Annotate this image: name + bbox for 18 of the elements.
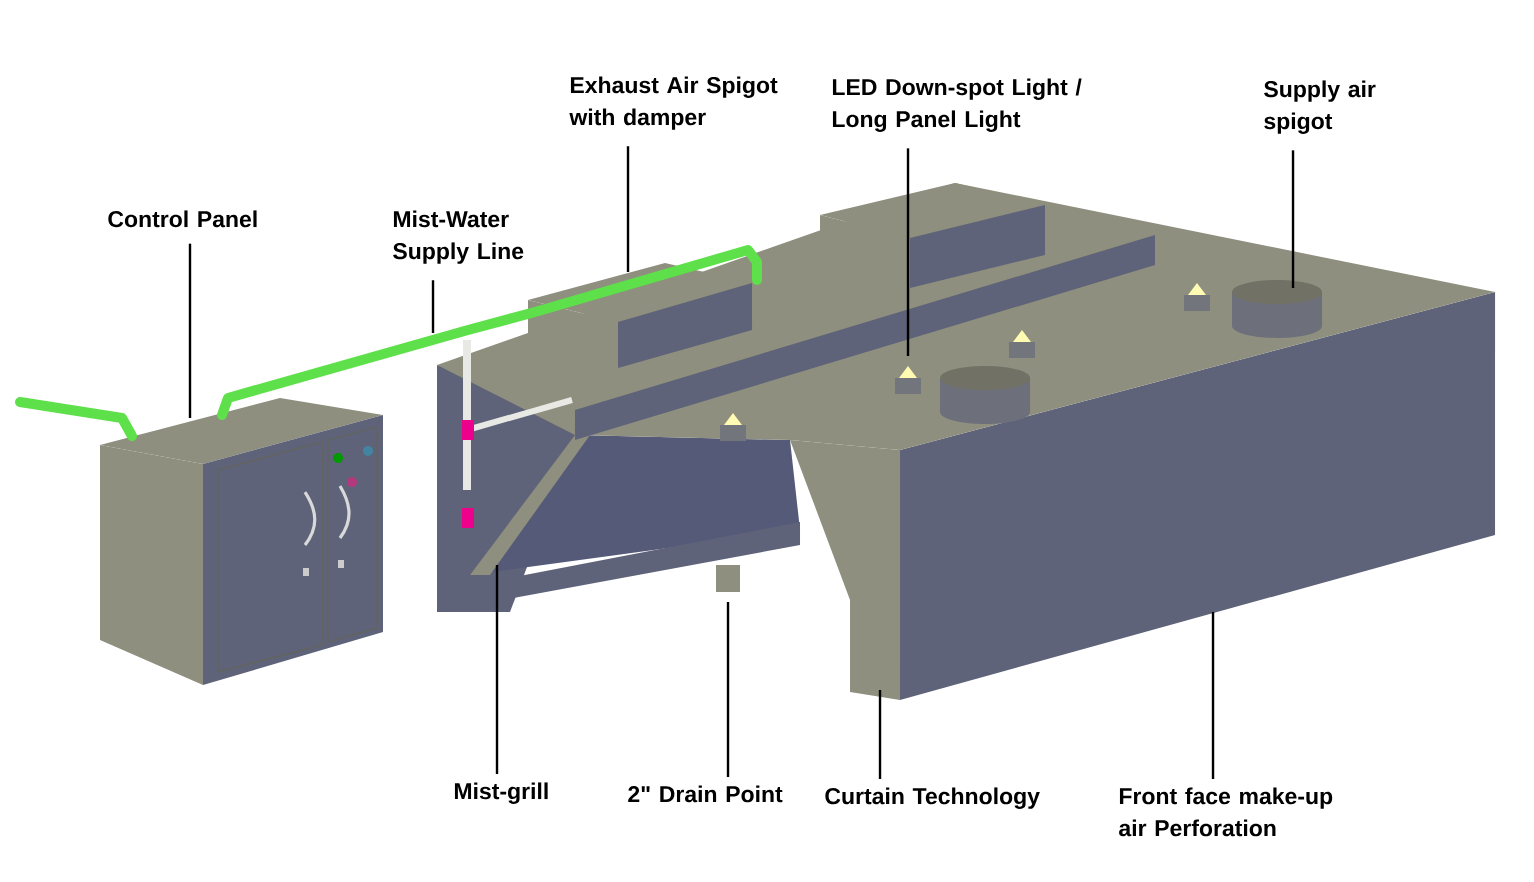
leader-line <box>431 280 435 333</box>
callout-label: Mist-grill <box>454 782 548 804</box>
callout-label: Control Panel <box>108 210 257 228</box>
callout-label: Exhaust Air Spigot with damper <box>569 76 778 130</box>
leader-line <box>495 565 499 774</box>
leader-line <box>726 602 730 777</box>
callout-label: LED Down-spot Light / Long Panel Light <box>832 78 1082 132</box>
callout-label: Front face make-up air Perforation <box>1119 787 1333 837</box>
leader-line <box>626 146 630 272</box>
leader-line <box>1291 150 1295 288</box>
leader-line <box>188 243 192 418</box>
callout-label: Curtain Technology <box>825 787 1040 809</box>
leader-line <box>878 690 882 779</box>
leader-line <box>1211 612 1215 779</box>
callout-label: Supply air spigot <box>1264 80 1376 134</box>
callout-label: Mist-Water Supply Line <box>393 210 524 264</box>
callout-label: 2" Drain Point <box>628 785 783 803</box>
leader-line <box>906 148 910 356</box>
